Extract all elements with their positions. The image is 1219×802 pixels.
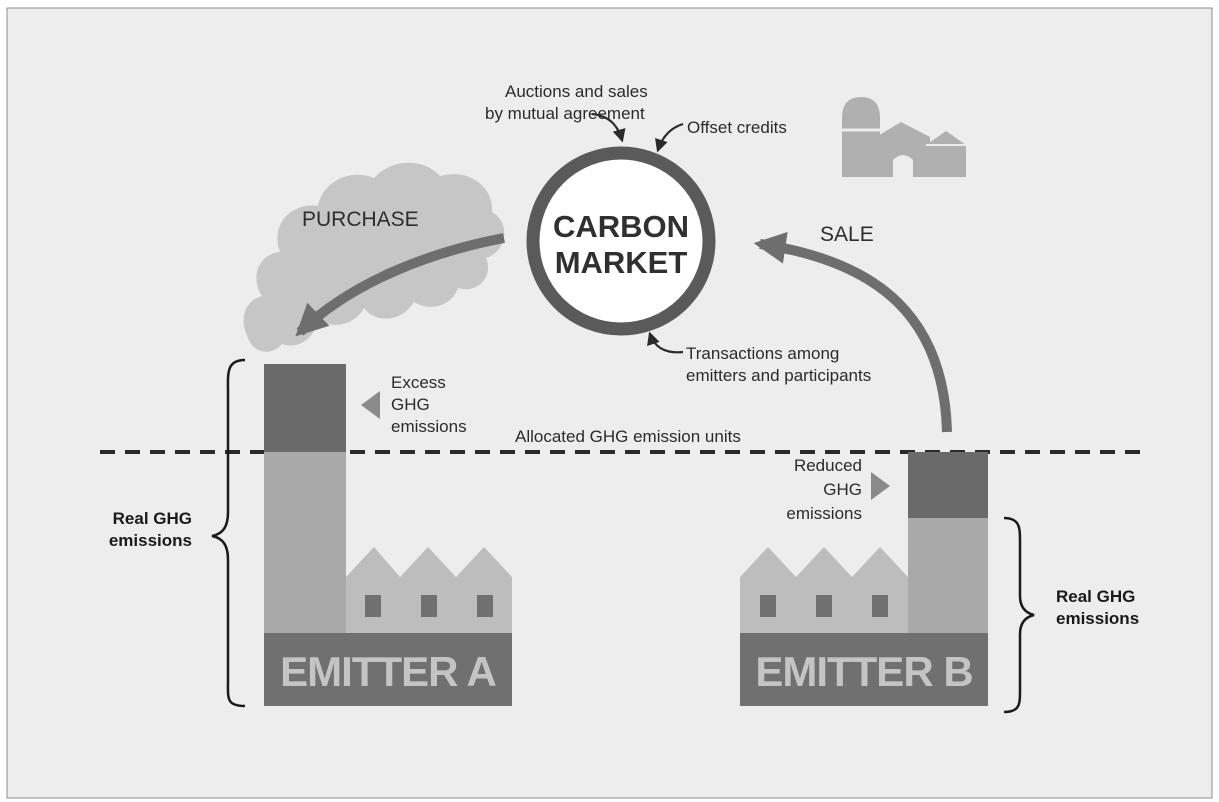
transactions-arrow: [647, 331, 684, 354]
offset-credits-arrow: [655, 122, 684, 153]
sale-label: SALE: [820, 223, 874, 246]
auctions-arrow: [591, 112, 626, 143]
excess-label-line2: GHG: [391, 395, 430, 414]
emitter-b-base: [740, 633, 988, 706]
reduced-emissions-block: [908, 452, 988, 518]
reduced-label-line3: emissions: [786, 504, 862, 523]
real-emissions-block: [908, 518, 988, 633]
emitter-b-brace: [1003, 516, 1035, 714]
emitter-a-base: [264, 633, 512, 706]
reduced-pointer-icon: [871, 472, 890, 500]
purchase-label: PURCHASE: [302, 208, 419, 231]
purchase-arrow: [295, 233, 505, 337]
sale-arrow: [753, 231, 952, 433]
carbon-market-title-line2: MARKET: [555, 245, 688, 280]
factory-window: [477, 595, 493, 617]
factory-window: [365, 595, 381, 617]
factory-window: [872, 595, 888, 617]
farm-silo-icon: [842, 97, 966, 177]
emitter-a: EMITTER A: [264, 364, 512, 706]
reduced-label-line1: Reduced: [794, 456, 862, 475]
emitter-b-real-line1: Real GHG: [1056, 587, 1135, 606]
emitter-b-label: EMITTER B: [755, 648, 972, 695]
excess-label-line1: Excess: [391, 373, 446, 392]
threshold-label: Allocated GHG emission units: [515, 427, 741, 446]
emitter-a-real-line1: Real GHG: [113, 509, 192, 528]
excess-emissions-block: [264, 364, 346, 452]
factory-icon: [346, 547, 512, 633]
transactions-label-line1: Transactions among: [686, 344, 839, 363]
reduced-label-line2: GHG: [823, 480, 862, 499]
factory-window: [816, 595, 832, 617]
emitter-b: EMITTER B: [740, 452, 988, 706]
offset-credits-label: Offset credits: [687, 118, 787, 137]
emitter-b-real-line2: emissions: [1056, 609, 1139, 628]
factory-window: [421, 595, 437, 617]
excess-label-line3: emissions: [391, 417, 467, 436]
allocated-emissions-block: [264, 452, 346, 633]
auctions-label-line1: Auctions and sales: [505, 82, 648, 101]
carbon-market-title-line1: CARBON: [553, 209, 689, 244]
transactions-label-line2: emitters and participants: [686, 366, 871, 385]
emitter-a-label: EMITTER A: [280, 648, 496, 695]
auctions-label-line2: by mutual agreement: [485, 104, 645, 123]
factory-window: [760, 595, 776, 617]
emitter-a-real-line2: emissions: [109, 531, 192, 550]
excess-pointer-icon: [361, 391, 380, 419]
diagram-background: [6, 7, 1213, 799]
carbon-market-circle: [526, 146, 716, 336]
emitter-a-brace: [211, 358, 246, 708]
factory-icon: [740, 547, 908, 633]
